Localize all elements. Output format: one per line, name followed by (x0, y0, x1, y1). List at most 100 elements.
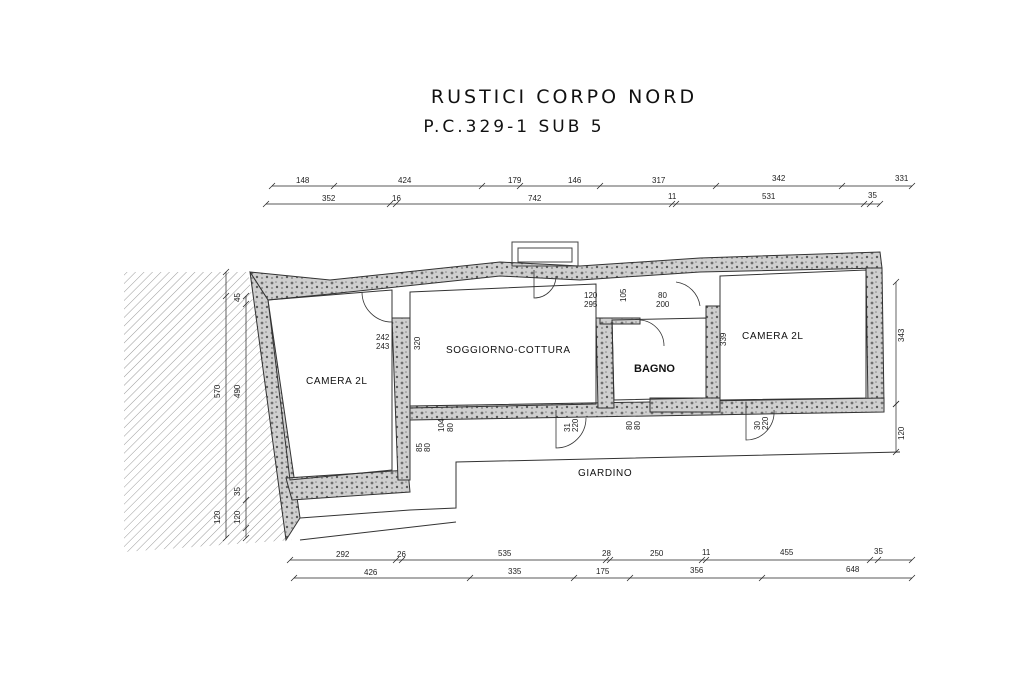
dim-door-220b: 220 (761, 416, 770, 430)
dim-hall-120: 120 (584, 291, 598, 300)
room-camera-right: CAMERA 2L (742, 331, 804, 342)
dim-right-2-tick (892, 448, 900, 456)
dim-door-80c: 80 (625, 421, 634, 430)
dim-door-80d: 80 (633, 421, 642, 430)
dim-bot1-1: 26 (397, 550, 406, 559)
dim-bot1-7: 35 (874, 547, 883, 556)
dim-left-3: 35 (233, 487, 242, 496)
outer-walls (249, 251, 885, 542)
dim-camera-right-h: 339 (719, 332, 728, 346)
dim-bot2-tick (758, 574, 766, 582)
interior-dims: 320 242 243 120 295 105 80 200 339 343 1… (376, 288, 906, 452)
dim-top2-tick (672, 200, 680, 208)
dim-row-bottom-1: 292 26 535 28 250 11 455 35 (336, 547, 883, 559)
dim-left-inner-tick (242, 300, 250, 308)
dim-door-220: 220 (571, 418, 580, 432)
dim-door-243: 243 (376, 342, 390, 351)
dim-bot1-tick (602, 556, 610, 564)
drawing-title: RUSTICI CORPO NORD (430, 86, 698, 108)
dim-bot1-tick (606, 556, 614, 564)
dim-left-outer-tick (222, 292, 230, 300)
dim-right-tick (892, 278, 900, 286)
dim-top1-2: 179 (508, 176, 522, 185)
dim-bot1-tick (908, 556, 916, 564)
dim-top2-tick (668, 200, 676, 208)
dim-top1-1: 424 (398, 176, 412, 185)
dim-top2-tick (262, 200, 270, 208)
dim-left-5: 120 (233, 510, 242, 524)
dim-bot1-4: 250 (650, 549, 664, 558)
dim-top1-4: 317 (652, 176, 666, 185)
inner-outlines (267, 241, 901, 541)
dim-top2-5: 35 (868, 191, 877, 200)
dim-left-4: 120 (213, 510, 222, 524)
dim-right-wall-120: 120 (897, 426, 906, 440)
dim-row-top-2: 352 16 742 11 531 35 (322, 191, 877, 203)
dim-bot1-5: 11 (702, 548, 711, 557)
dim-top2-tick (866, 200, 874, 208)
dim-left-inner-tick (242, 524, 250, 532)
dim-soggiorno-h: 320 (413, 336, 422, 350)
dim-bot2-tick (908, 574, 916, 582)
door-swings (361, 270, 775, 449)
dim-bot2-1: 335 (508, 567, 522, 576)
dim-win-85: 85 (415, 443, 424, 452)
dim-door-30: 30 (753, 421, 762, 430)
dim-top2-tick (876, 200, 884, 208)
dim-top1-tick (908, 182, 916, 190)
dim-row-bottom-2: 426 335 175 356 648 (364, 565, 860, 577)
dim-hall-295: 295 (584, 300, 598, 309)
dim-top2-tick (386, 200, 394, 208)
dim-bot2-tick (466, 574, 474, 582)
dim-top2-tick (860, 200, 868, 208)
dim-bot1-3: 28 (602, 549, 611, 558)
dim-hall-105: 105 (619, 288, 628, 302)
dim-row-top-1: 148 424 179 146 317 342 331 (296, 174, 909, 185)
dim-bot2-tick (290, 574, 298, 582)
dim-bot2-4: 648 (846, 565, 860, 574)
dim-top2-1: 16 (392, 194, 401, 203)
dim-left-inner-tick (242, 292, 250, 300)
dim-bot2-2: 175 (596, 567, 610, 576)
terrain-hatch (124, 272, 292, 552)
dim-top1-tick (596, 182, 604, 190)
dim-top1-tick (712, 182, 720, 190)
dim-left-outer-tick (222, 268, 230, 276)
dim-door-31: 31 (563, 423, 572, 432)
dim-bot2-tick (626, 574, 634, 582)
dim-top1-tick (330, 182, 338, 190)
dim-top1-6: 331 (895, 174, 909, 183)
dim-bot2-3: 356 (690, 566, 704, 575)
dim-bot1-tick (866, 556, 874, 564)
dim-top1-5: 342 (772, 174, 786, 183)
dim-right-2-tick (892, 400, 900, 408)
dim-top1-0: 148 (296, 176, 310, 185)
dim-col-left: 45 570 490 35 120 120 (213, 293, 242, 524)
dim-bagno-80: 80 (658, 291, 667, 300)
dim-bot1-0: 292 (336, 550, 350, 559)
dim-bot1-tick (392, 556, 400, 564)
dim-top2-4: 531 (762, 192, 776, 201)
dim-right-wall-h: 343 (897, 328, 906, 342)
room-camera-left: CAMERA 2L (306, 376, 368, 387)
dim-left-1: 570 (213, 384, 222, 398)
dim-bot1-2: 535 (498, 549, 512, 558)
dim-top2-3: 11 (668, 192, 677, 201)
dim-door-242: 242 (376, 333, 390, 342)
dim-top2-2: 742 (528, 194, 542, 203)
dim-bot1-6: 455 (780, 548, 794, 557)
dim-top2-0: 352 (322, 194, 336, 203)
dim-bot1-tick (286, 556, 294, 564)
dimension-lines (222, 182, 916, 582)
dim-win-104: 104 (437, 418, 446, 432)
dim-top1-tick (838, 182, 846, 190)
dim-bot1-tick (398, 556, 406, 564)
dim-bagno-200: 200 (656, 300, 670, 309)
dim-bot1-tick (702, 556, 710, 564)
dim-top1-tick (268, 182, 276, 190)
room-bagno: BAGNO (634, 363, 675, 375)
dim-win-80b: 80 (423, 443, 432, 452)
dim-top2-tick (392, 200, 400, 208)
dim-bot1-tick (874, 556, 882, 564)
